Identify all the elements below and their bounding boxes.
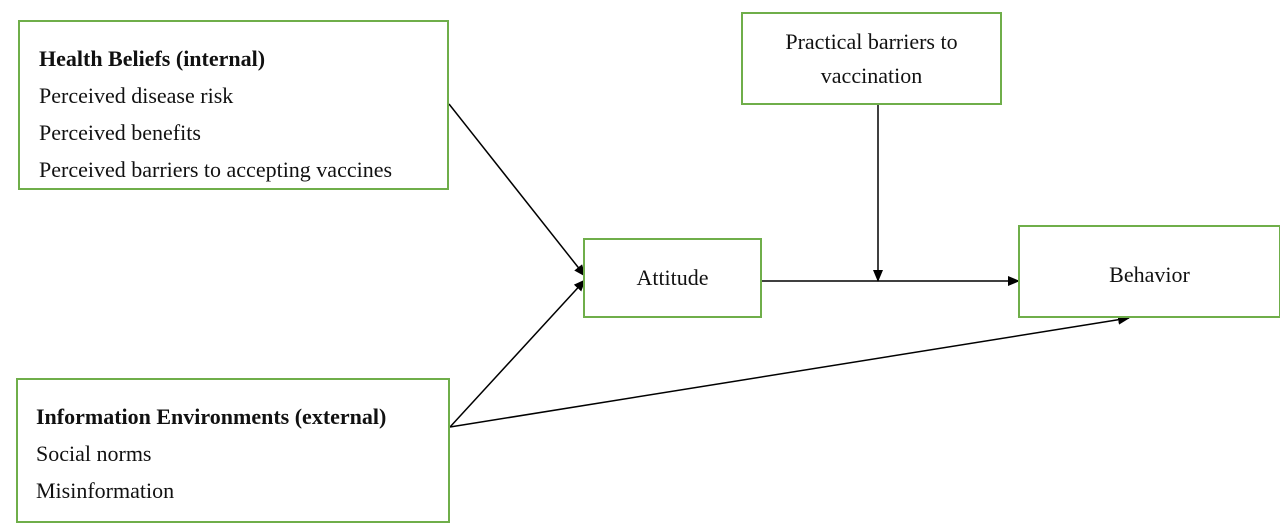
behavior-label: Behavior [1109,262,1190,287]
information-environments-item: Misinformation [36,478,175,503]
health-beliefs-box: Health Beliefs (internal) Perceived dise… [18,20,449,190]
practical-barriers-label-line: Practical barriers to [785,28,958,54]
information-environments-box: Information Environments (external) Soci… [16,378,450,523]
behavior-box: Behavior [1018,225,1280,318]
health-beliefs-item: Perceived barriers to accepting vaccines [39,157,393,182]
arrow-information-to-attitude [449,279,586,428]
health-beliefs-item: Perceived disease risk [39,83,234,108]
practical-barriers-box: Practical barriers to vaccination [741,12,1002,105]
arrow-health-beliefs-to-attitude [448,103,586,277]
health-beliefs-item: Perceived benefits [39,120,201,145]
attitude-label: Attitude [636,265,709,290]
information-environments-item: Social norms [36,441,152,466]
practical-barriers-label-line: vaccination [820,62,923,88]
attitude-box: Attitude [583,238,762,318]
information-environments-title: Information Environments (external) [36,404,387,429]
health-beliefs-title: Health Beliefs (internal) [39,46,266,71]
arrow-information-to-behavior [449,314,1130,428]
